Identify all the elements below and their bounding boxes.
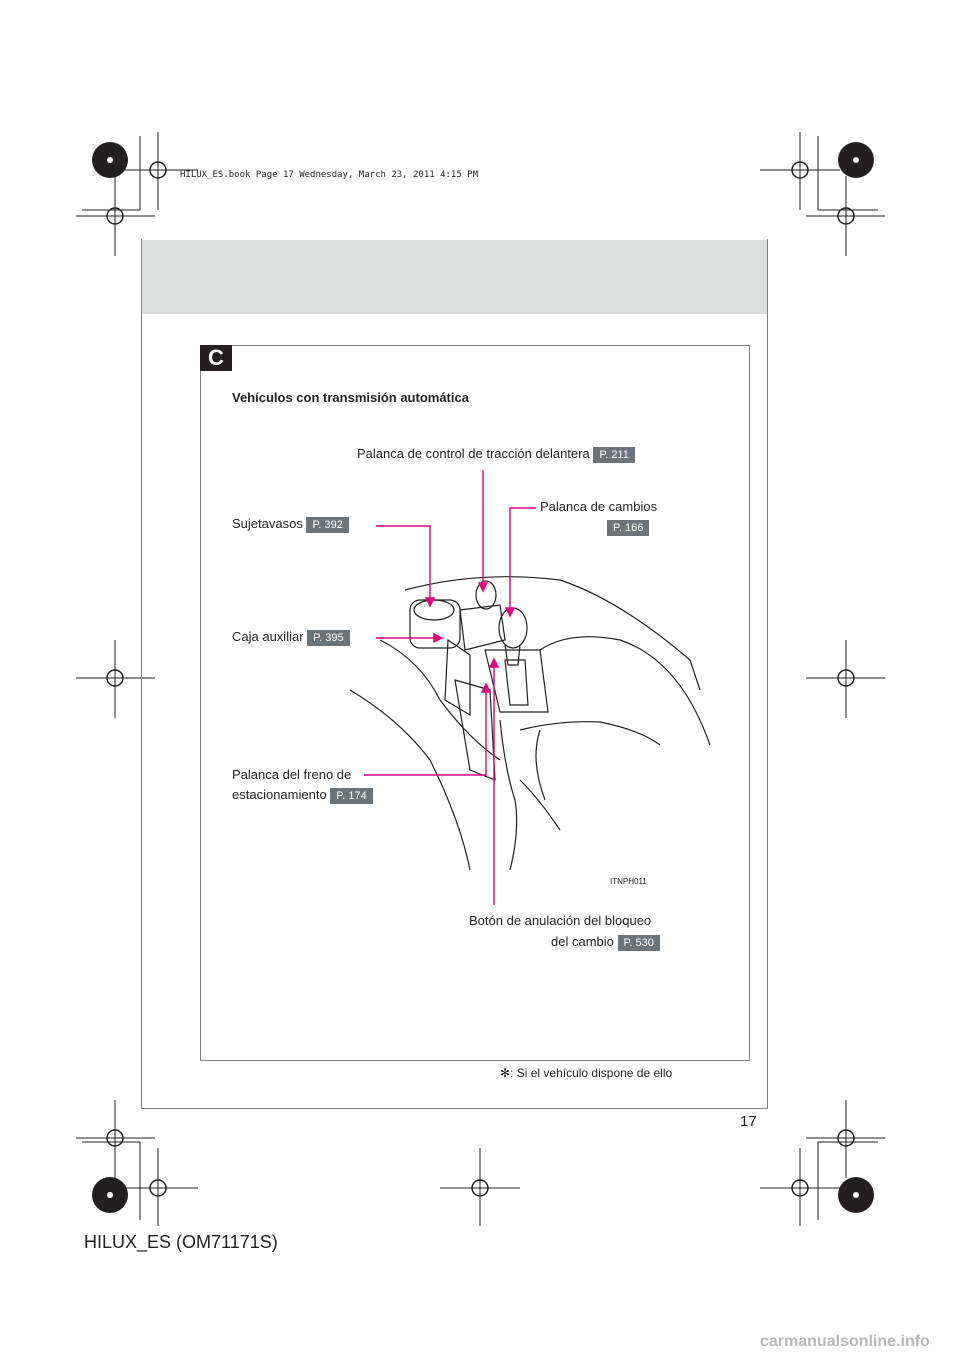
print-watermark: HILUX_ES.book Page 17 Wednesday, March 2… bbox=[180, 170, 479, 180]
callout-label: Palanca de cambios bbox=[540, 499, 658, 514]
callout-label: estacionamiento bbox=[232, 787, 327, 802]
callout-parking-brake-line2: estacionamiento P. 174 bbox=[232, 787, 373, 804]
page-ref-badge: P. 211 bbox=[593, 447, 635, 463]
section-tab: C bbox=[200, 345, 232, 371]
callout-front-drive-lever: Palanca de control de tracción delantera… bbox=[357, 446, 635, 463]
page-ref-badge: P. 392 bbox=[306, 517, 349, 533]
callout-shift-lock-line2: del cambio P. 530 bbox=[551, 934, 660, 951]
illustration-code: ITNPH011 bbox=[610, 877, 647, 886]
section-subtitle: Vehículos con transmisión automática bbox=[232, 390, 469, 405]
page-ref-badge: P. 166 bbox=[607, 520, 650, 536]
callout-label: Caja auxiliar bbox=[232, 629, 304, 644]
callout-label: del cambio bbox=[551, 934, 614, 949]
callout-cup-holders: Sujetavasos P. 392 bbox=[232, 516, 349, 533]
page-frame bbox=[141, 239, 768, 1109]
callout-label: Sujetavasos bbox=[232, 516, 303, 531]
callout-label: Palanca de control de tracción delantera bbox=[357, 446, 590, 461]
callout-shift-lever-ref: P. 166 bbox=[607, 518, 650, 536]
callout-shift-lever: Palanca de cambios bbox=[540, 499, 657, 515]
manual-id: HILUX_ES (OM71171S) bbox=[84, 1232, 278, 1252]
footnote: ✻: Si el vehículo dispone de ello bbox=[500, 1066, 673, 1080]
callout-parking-brake-line1: Palanca del freno de bbox=[232, 767, 351, 783]
callout-label: Palanca del freno de bbox=[232, 767, 352, 782]
page-ref-badge: P. 530 bbox=[617, 935, 660, 951]
callout-auxiliary-box: Caja auxiliar P. 395 bbox=[232, 629, 350, 646]
page-number: 17 bbox=[740, 1113, 757, 1130]
page-ref-badge: P. 395 bbox=[307, 630, 350, 646]
page-ref-badge: P. 174 bbox=[330, 788, 373, 804]
section-box bbox=[200, 345, 750, 1061]
site-watermark: carmanualsonline.info bbox=[760, 1333, 930, 1350]
callout-shift-lock-line1: Botón de anulación del bloqueo bbox=[469, 913, 651, 929]
callout-label: Botón de anulación del bloqueo bbox=[469, 913, 652, 928]
header-band bbox=[142, 240, 768, 314]
